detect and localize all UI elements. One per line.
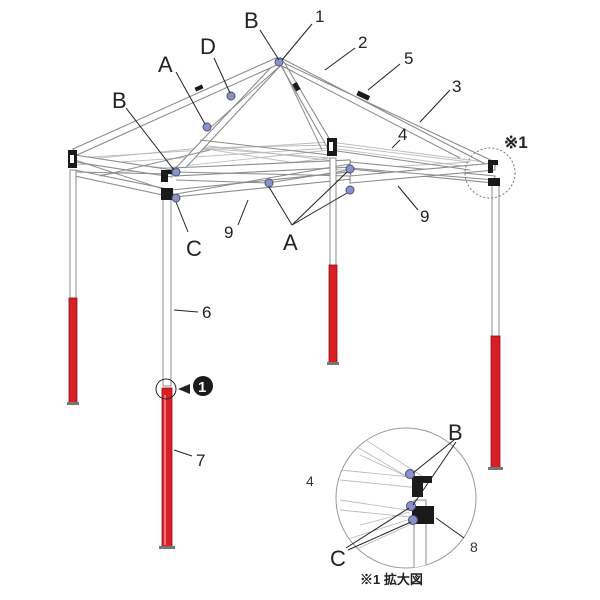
inset-caption: ※1 拡大図 (360, 572, 423, 587)
circled-number-1 (193, 376, 213, 396)
detail-callout-ring (464, 147, 516, 199)
front-left-lower-leg (161, 387, 173, 549)
leader-lines (125, 23, 451, 457)
label-1: 1 (315, 7, 324, 26)
inset-label-c: C (330, 546, 346, 571)
corner-joint-c (171, 193, 181, 203)
truss-joint-a-3 (345, 185, 355, 195)
joint-1-callout-ring (155, 378, 177, 400)
back-left-lower-leg (68, 297, 78, 404)
label-2: 2 (358, 33, 367, 52)
label-7: 7 (196, 451, 205, 470)
corner-brackets (68, 138, 500, 200)
back-center-upper-leg (329, 157, 337, 267)
detail-inset: B C 4 8 ※1 拡大図 (306, 420, 478, 587)
label-b-top: B (244, 8, 259, 33)
legs (67, 157, 503, 549)
inset-label-4: 4 (306, 473, 314, 489)
label-b-left: B (112, 88, 127, 113)
note-mark: ※1 (504, 133, 528, 152)
back-center-lower-leg (328, 264, 338, 364)
right-upper-leg (491, 182, 500, 339)
label-6: 6 (202, 303, 211, 322)
label-5: 5 (404, 49, 413, 68)
label-d: D (200, 34, 216, 59)
inset-label-b: B (448, 420, 463, 445)
truss-joint-a-2 (345, 164, 355, 174)
right-lower-leg (490, 335, 501, 469)
rib-joint-a-top (202, 122, 212, 132)
circled-number-1-text: 1 (198, 379, 206, 396)
labels: B 1 D 2 A 5 3 B 4 ※1 9 9 C A 6 1 7 (112, 7, 528, 470)
inset-label-8: 8 (470, 539, 478, 555)
front-truss (74, 139, 496, 198)
truss-joint-a-1 (264, 178, 274, 188)
roof-ribs (72, 56, 498, 177)
apex-joint (274, 57, 284, 67)
rib-joint-d (226, 91, 236, 101)
label-a-top: A (158, 52, 173, 77)
label-c: C (186, 236, 202, 261)
label-9-left: 9 (224, 223, 233, 242)
label-4: 4 (398, 125, 407, 144)
label-3: 3 (452, 77, 461, 96)
label-a-bottom: A (283, 230, 298, 255)
back-left-upper-leg (69, 169, 77, 301)
front-left-upper-leg (162, 195, 172, 387)
label-9-right: 9 (420, 207, 429, 226)
